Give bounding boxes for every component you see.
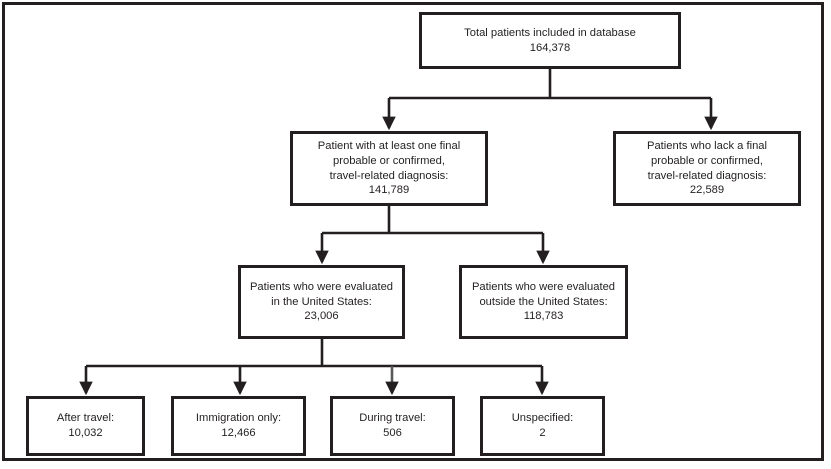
node-during-travel-label: During travel: (359, 412, 426, 425)
node-lack-diagnosis-value: 22,589 (689, 184, 725, 197)
node-with-diagnosis-value: 141,789 (368, 184, 410, 197)
node-unspecified-value: 2 (539, 427, 546, 439)
node-evaluated-in-us-value: 23,006 (304, 310, 339, 323)
node-lack-diagnosis-line-1: Patients who lack a final (646, 139, 768, 152)
node-lack-diagnosis: Patients who lack a final probable or co… (613, 131, 801, 206)
node-after-travel-label: After travel: (56, 412, 115, 425)
node-after-travel: After travel: 10,032 (26, 396, 145, 456)
node-during-travel: During travel: 506 (330, 396, 455, 456)
node-evaluated-in-us: Patients who were evaluated in the Unite… (238, 265, 405, 339)
node-evaluated-outside-us-value: 118,783 (523, 310, 564, 323)
node-evaluated-outside-us-line-2: outside the United States: (479, 295, 608, 308)
node-immigration-only-label: Immigration only: (195, 412, 282, 425)
node-with-diagnosis-line-1: Patient with at least one final (317, 139, 461, 152)
node-unspecified: Unspecified: 2 (480, 396, 605, 456)
node-evaluated-in-us-line-1: Patients who were evaluated (249, 280, 394, 293)
node-with-diagnosis-line-2: probable or confirmed, (333, 154, 445, 167)
node-with-diagnosis-line-3: travel-related diagnosis: (329, 169, 449, 182)
node-lack-diagnosis-line-3: travel-related diagnosis: (647, 169, 767, 182)
node-during-travel-value: 506 (383, 427, 402, 439)
node-evaluated-in-us-line-2: in the United States: (271, 295, 372, 308)
node-lack-diagnosis-line-2: probable or confirmed, (651, 154, 763, 167)
node-after-travel-value: 10,032 (68, 427, 103, 439)
node-with-diagnosis: Patient with at least one final probable… (290, 131, 488, 206)
node-unspecified-label: Unspecified: (511, 412, 574, 425)
node-total-patients-value: 164,378 (529, 41, 571, 54)
node-total-patients: Total patients included in database 164,… (419, 12, 681, 69)
node-evaluated-outside-us: Patients who were evaluated outside the … (459, 265, 628, 339)
node-total-patients-line-1: Total patients included in database (464, 26, 636, 39)
figure-border (2, 2, 824, 461)
node-immigration-only-value: 12,466 (221, 427, 256, 439)
node-immigration-only: Immigration only: 12,466 (171, 396, 306, 456)
node-evaluated-outside-us-line-1: Patients who were evaluated (471, 280, 616, 293)
